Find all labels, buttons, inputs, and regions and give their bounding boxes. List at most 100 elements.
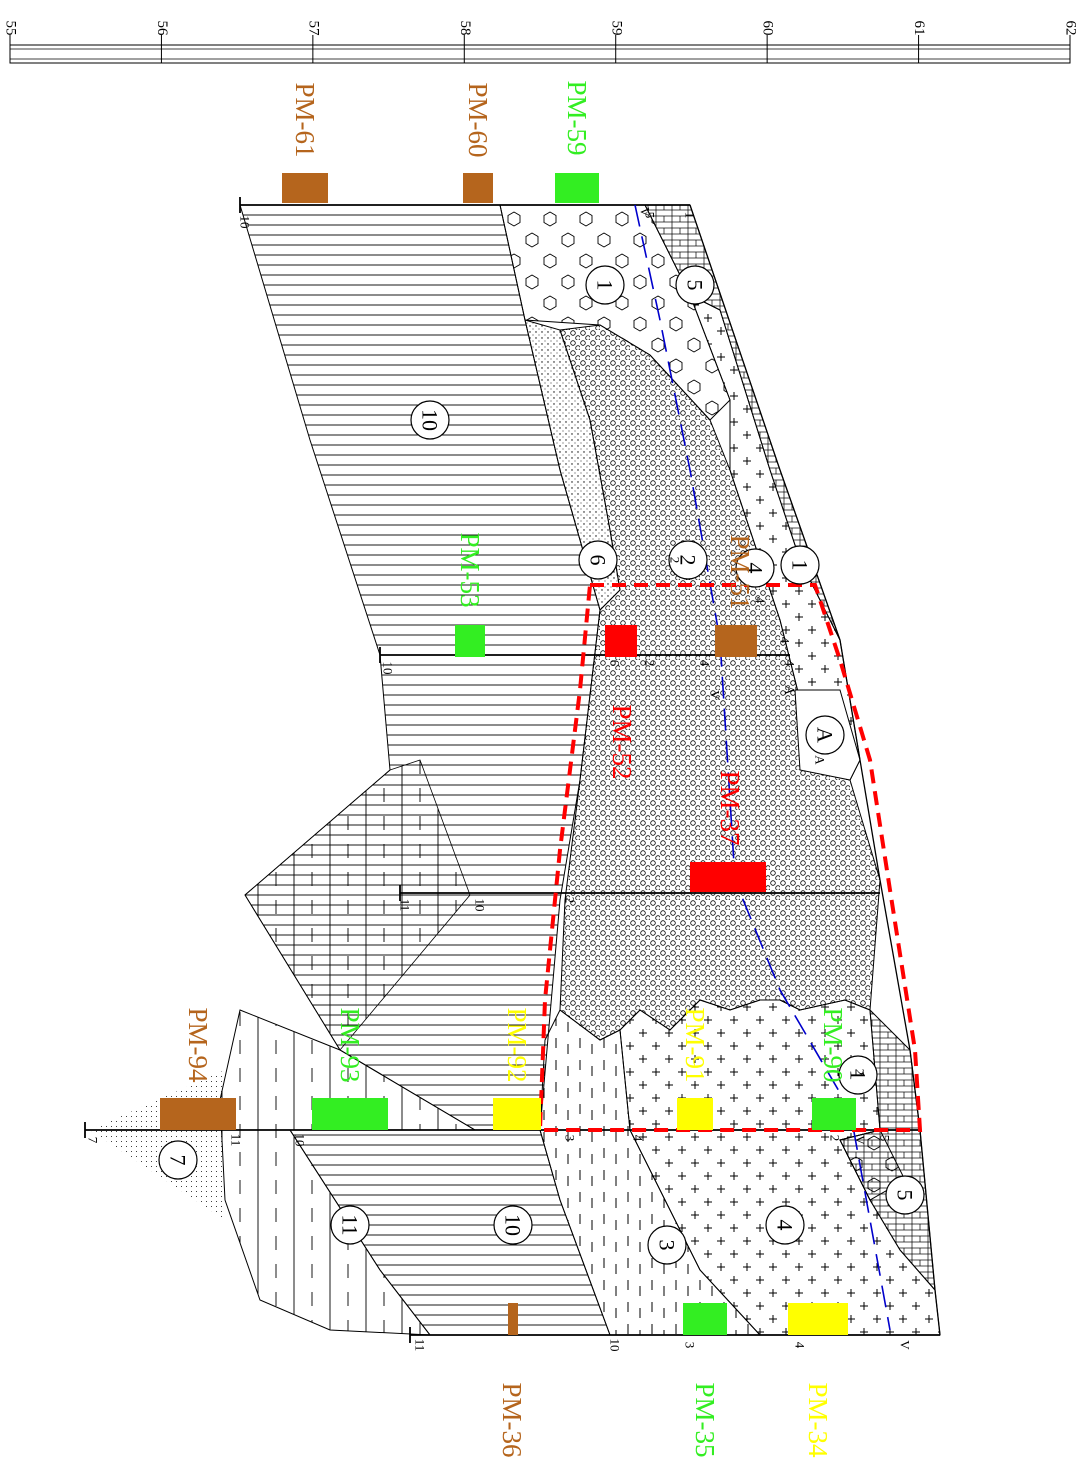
water-table-line xyxy=(634,204,891,1331)
sample-label-pm-52: PM-52 xyxy=(607,704,637,779)
sample-point-pm-91[interactable]: PM-91 xyxy=(677,1007,713,1130)
sample-label-pm-34: PM-34 xyxy=(803,1382,833,1458)
sample-point-pm-53[interactable]: PM-53 xyxy=(455,532,485,657)
depth-mark: 4 xyxy=(631,1135,646,1142)
sample-label-pm-94: PM-94 xyxy=(183,1007,213,1083)
layer-label-4: 4 xyxy=(765,1205,805,1245)
depth-mark: V xyxy=(898,1340,913,1350)
misc-mark: 2 xyxy=(853,1069,868,1076)
scale-tick-label: 58 xyxy=(457,21,473,36)
svg-text:6: 6 xyxy=(586,555,611,566)
sample-point-pm-52[interactable]: PM-52 xyxy=(605,625,637,780)
misc-mark: 2 xyxy=(668,557,683,564)
sample-marker-pm-53 xyxy=(455,625,485,657)
misc-mark: A xyxy=(813,755,828,765)
sample-point-pm-34[interactable]: PM-34 xyxy=(788,1303,848,1458)
ground-surface xyxy=(689,204,941,1336)
sample-label-pm-92: PM-92 xyxy=(502,1007,532,1082)
depth-mark: 10 xyxy=(293,1134,308,1147)
sample-point-pm-36[interactable]: PM-36 xyxy=(497,1303,527,1458)
sample-marker-pm-94 xyxy=(160,1098,236,1130)
sample-point-pm-51[interactable]: PM-51 xyxy=(715,534,757,657)
borehole-5 xyxy=(409,1327,940,1343)
layer-label-10: 10 xyxy=(493,1205,533,1245)
scale-tick-label: 59 xyxy=(608,21,624,36)
sample-point-pm-92[interactable]: PM-92 xyxy=(493,1007,541,1130)
depth-mark: 6 xyxy=(608,660,623,667)
svg-text:4: 4 xyxy=(773,1220,798,1231)
svg-text:5: 5 xyxy=(683,280,708,291)
scale-tick-label: 60 xyxy=(760,21,776,36)
misc-mark: V xyxy=(853,1135,868,1145)
layer-label-11: 11 xyxy=(330,1205,370,1245)
sample-label-pm-51: PM-51 xyxy=(725,534,755,609)
layer-label-a: A xyxy=(805,715,845,755)
depth-mark: 11 xyxy=(229,1134,244,1147)
depth-mark: 4 xyxy=(783,660,798,667)
sample-point-pm-94[interactable]: PM-94 xyxy=(160,1007,236,1130)
scale-tick-label: 56 xyxy=(154,21,170,37)
sample-marker-pm-90 xyxy=(812,1098,856,1130)
layer-label-1: 1 xyxy=(585,265,625,305)
sample-point-pm-37[interactable]: PM-37 xyxy=(690,770,766,892)
depth-mark: 1 xyxy=(683,212,698,219)
svg-text:3: 3 xyxy=(655,1240,680,1251)
scale-tick-label: 55 xyxy=(3,21,19,36)
unit-11-strip xyxy=(244,759,471,1051)
sample-point-pm-90[interactable]: PM-90 xyxy=(812,1007,856,1130)
svg-text:5: 5 xyxy=(893,1190,918,1201)
misc-mark: 4 xyxy=(778,637,793,644)
sample-label-pm-37: PM-37 xyxy=(715,770,745,845)
sample-point-pm-59[interactable]: PM-59 xyxy=(555,80,599,203)
sample-point-pm-61[interactable]: PM-61 xyxy=(282,82,328,203)
layer-label-2: 2 xyxy=(668,540,708,580)
layer-label-5: 5 xyxy=(885,1175,925,1215)
scale-tick-label: 57 xyxy=(305,21,321,37)
scale-bar-frame xyxy=(9,44,1071,64)
sample-point-pm-35[interactable]: PM-35 xyxy=(683,1303,727,1458)
sample-label-pm-53: PM-53 xyxy=(455,532,485,607)
unit-7 xyxy=(90,1070,225,1220)
svg-text:10: 10 xyxy=(501,1214,526,1236)
sample-label-pm-91: PM-91 xyxy=(680,1007,710,1082)
layer-label-6: 6 xyxy=(578,540,618,580)
depth-mark: 10 xyxy=(608,1339,623,1352)
misc-mark: V xyxy=(638,207,653,217)
layer-label-5: 5 xyxy=(675,265,715,305)
depth-mark: 4 xyxy=(698,660,713,667)
sample-marker-pm-61 xyxy=(282,173,328,203)
sample-marker-pm-59 xyxy=(555,173,599,203)
svg-text:10: 10 xyxy=(418,409,443,431)
misc-mark: A xyxy=(783,685,798,695)
layer-label-3: 3 xyxy=(647,1225,687,1265)
layer-label-1: 1 xyxy=(838,1055,878,1095)
depth-mark: 5 xyxy=(878,1135,893,1142)
sample-marker-pm-35 xyxy=(683,1303,727,1335)
depth-mark: 4 xyxy=(793,1342,808,1349)
sample-marker-pm-60 xyxy=(463,173,493,203)
sample-marker-pm-36 xyxy=(508,1303,518,1335)
depth-mark: 2 xyxy=(563,897,578,904)
svg-text:7: 7 xyxy=(166,1155,191,1166)
sample-point-pm-60[interactable]: PM-60 xyxy=(463,82,493,203)
sample-marker-pm-51 xyxy=(715,625,757,657)
sample-point-pm-93[interactable]: PM-93 xyxy=(312,1007,388,1130)
svg-text:2: 2 xyxy=(676,555,701,566)
svg-text:1: 1 xyxy=(593,280,618,291)
depth-mark: 5 xyxy=(643,212,658,219)
depth-mark: 2 xyxy=(828,1135,843,1142)
svg-text:4: 4 xyxy=(743,563,768,574)
borehole-1 xyxy=(239,197,690,213)
sample-marker-pm-93 xyxy=(312,1098,388,1130)
svg-text:11: 11 xyxy=(338,1214,363,1235)
sample-marker-pm-92 xyxy=(493,1098,541,1130)
layer-label-10: 10 xyxy=(410,400,450,440)
depth-mark: 2 xyxy=(643,660,658,667)
depth-mark: 10 xyxy=(381,662,396,675)
depth-mark: 10 xyxy=(473,899,488,912)
misc-mark: 4 xyxy=(753,597,768,604)
